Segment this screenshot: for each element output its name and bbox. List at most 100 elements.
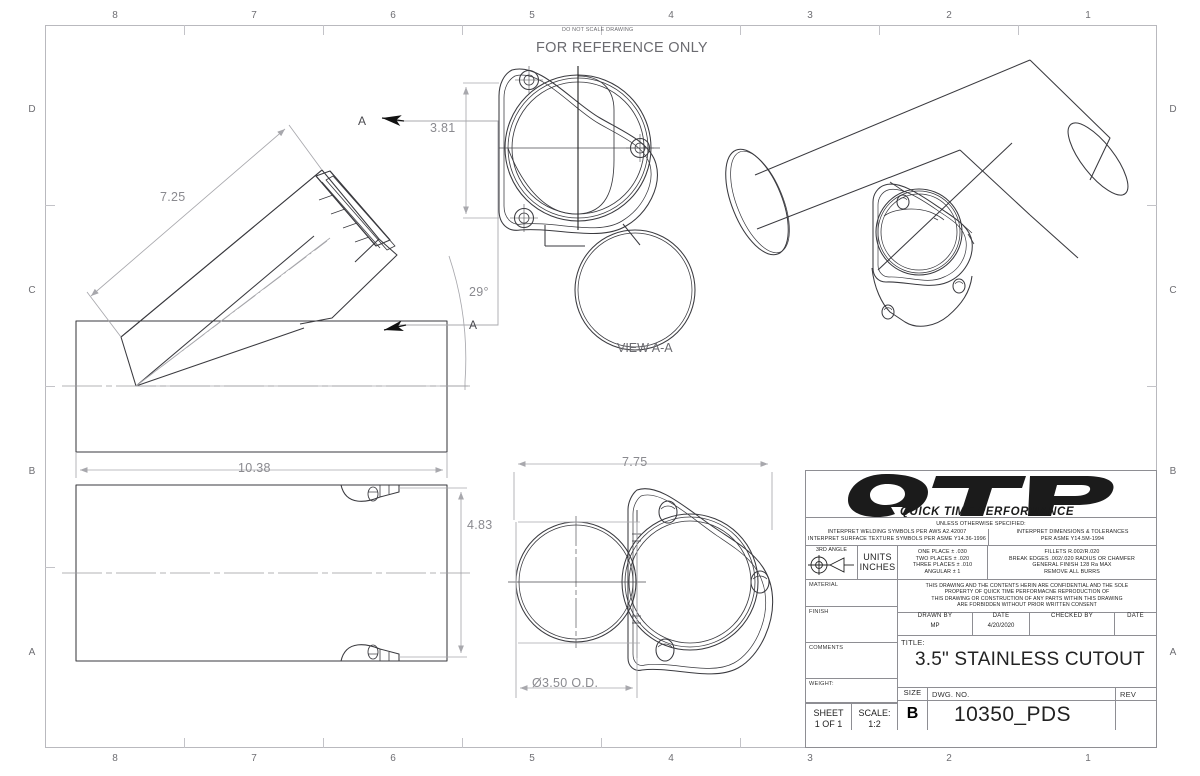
rev-label: REV xyxy=(1120,690,1137,699)
title-label: TITLE: xyxy=(901,638,925,647)
units-value: INCHES xyxy=(859,562,896,572)
zone-tick xyxy=(740,25,741,35)
finish-cell[interactable]: FINISH xyxy=(806,607,898,643)
material-cell[interactable]: MATERIAL xyxy=(806,579,898,607)
zone-label-left-c: C xyxy=(28,285,36,296)
zone-label-bottom-3: 3 xyxy=(807,753,813,764)
finish-value xyxy=(806,615,897,619)
drawn-by-header: DRAWN BY xyxy=(898,612,973,623)
zone-tick xyxy=(1147,386,1157,387)
drawn-date-value: 4/20/2020 xyxy=(987,623,1015,629)
comments-label: COMMENTS xyxy=(809,645,844,651)
tolerance-one-place: ONE PLACE ± .030 xyxy=(918,549,967,555)
scale-cell: SCALE: 1:2 xyxy=(852,703,898,730)
break-edges-note: BREAK EDGES .002/.020 RADIUS OR CHAMFER xyxy=(1009,555,1135,562)
zone-label-right-c: C xyxy=(1169,285,1177,296)
rev-value-cell[interactable] xyxy=(1116,700,1156,730)
zone-tick xyxy=(1018,25,1019,35)
projection-symbol-cell: 3RD ANGLE xyxy=(806,545,858,579)
zone-label-bottom-1: 1 xyxy=(1085,753,1091,764)
title-cell: TITLE: 3.5" STAINLESS CUTOUT xyxy=(898,636,1156,688)
unless-specified-row: UNLESS OTHERWISE SPECIFIED: xyxy=(806,518,1156,529)
drawn-by-value: MP xyxy=(930,623,940,629)
dim-note-2: PER ASME Y14.5M-1994 xyxy=(1040,535,1105,542)
size-label: SIZE xyxy=(903,688,922,697)
zone-label-top-3: 3 xyxy=(807,10,813,21)
confidential-line-1: THIS DRAWING AND THE CONTENTS HERIN ARE … xyxy=(925,583,1129,589)
zone-tick xyxy=(45,386,55,387)
dwg-no-value: 10350_PDS xyxy=(954,703,1071,726)
zone-label-top-2: 2 xyxy=(946,10,952,21)
zone-label-top-7: 7 xyxy=(251,10,257,21)
material-label: MATERIAL xyxy=(809,582,839,588)
dimension-10-38: 10.38 xyxy=(238,461,271,475)
tolerance-angular: ANGULAR ± 1 xyxy=(924,568,961,575)
dimension-7-75: 7.75 xyxy=(622,455,648,469)
comments-value xyxy=(806,651,897,655)
sheet-cell: SHEET 1 OF 1 xyxy=(806,703,852,730)
zone-label-bottom-7: 7 xyxy=(251,753,257,764)
dimension-angle-29: 29° xyxy=(469,285,489,299)
checked-by-label: CHECKED BY xyxy=(1050,613,1093,619)
drawn-by-value-cell[interactable]: MP xyxy=(898,623,973,636)
zone-tick xyxy=(1147,205,1157,206)
size-value-cell: B xyxy=(898,700,928,730)
weld-notes: INTERPRET WELDING SYMBOLS PER AWS A2.420… xyxy=(806,529,988,545)
dimension-diameter-3-50: Ø3.50 O.D. xyxy=(532,676,599,690)
drawn-date-value-cell[interactable]: 4/20/2020 xyxy=(973,623,1030,636)
comments-cell[interactable]: COMMENTS xyxy=(806,643,898,679)
size-value: B xyxy=(906,705,919,722)
zone-tick xyxy=(740,738,741,748)
view-aa-label: VIEW A-A xyxy=(617,341,673,355)
zone-tick xyxy=(45,205,55,206)
dim-note-1: INTERPRET DIMENSIONS & TOLERANCES xyxy=(1016,529,1129,535)
zone-tick xyxy=(323,25,324,35)
weight-label: WEIGHT: xyxy=(809,681,834,687)
scale-label: SCALE: xyxy=(858,708,891,718)
sheet-value: 1 OF 1 xyxy=(814,719,843,729)
zone-tick xyxy=(45,567,55,568)
weight-value xyxy=(806,687,897,690)
checked-by-value-cell[interactable] xyxy=(1030,623,1115,636)
zone-label-bottom-5: 5 xyxy=(529,753,535,764)
dimension-3-81: 3.81 xyxy=(430,121,456,135)
zone-label-right-d: D xyxy=(1169,104,1177,115)
dim-notes-header: INTERPRET DIMENSIONS & TOLERANCES PER AS… xyxy=(988,529,1156,545)
zone-tick xyxy=(184,738,185,748)
zone-label-right-a: A xyxy=(1169,647,1177,658)
unless-specified-text: UNLESS OTHERWISE SPECIFIED: xyxy=(936,521,1026,527)
rev-value xyxy=(1116,701,1156,711)
zone-label-top-6: 6 xyxy=(390,10,396,21)
zone-label-bottom-8: 8 xyxy=(112,753,118,764)
zone-label-top-8: 8 xyxy=(112,10,118,21)
dwg-no-label: DWG. NO. xyxy=(932,690,970,699)
remove-burrs-note: REMOVE ALL BURRS xyxy=(1044,568,1100,575)
finish-label: FINISH xyxy=(809,609,829,615)
reference-only-note: FOR REFERENCE ONLY xyxy=(536,40,708,56)
checked-date-header: DATE xyxy=(1115,612,1156,623)
weld-note-2: INTERPRET SURFACE TEXTURE SYMBOLS PER AS… xyxy=(808,535,986,542)
rev-header: REV xyxy=(1116,688,1156,700)
checked-by-header: CHECKED BY xyxy=(1030,612,1115,623)
drawn-by-label: DRAWN BY xyxy=(917,613,953,619)
units-cell: UNITS INCHES xyxy=(858,545,898,579)
zone-label-bottom-4: 4 xyxy=(668,753,674,764)
general-notes-cell: FILLETS R.002/R.020 BREAK EDGES .002/.02… xyxy=(988,545,1156,579)
dimension-7-25: 7.25 xyxy=(160,190,186,204)
svg-text:QUICK TIME PERFORMANCE: QUICK TIME PERFORMANCE xyxy=(900,506,1074,518)
fillets-note: FILLETS R.002/R.020 xyxy=(1044,549,1100,555)
drawing-title: 3.5" STAINLESS CUTOUT xyxy=(915,649,1145,670)
zone-tick xyxy=(323,738,324,748)
third-angle-projection-icon xyxy=(808,554,854,575)
dwg-no-header: DWG. NO. xyxy=(928,688,1116,700)
dwg-no-value-cell: 10350_PDS xyxy=(928,700,1116,730)
checked-date-value-cell[interactable] xyxy=(1115,623,1156,636)
size-header: SIZE xyxy=(898,688,928,700)
confidential-line-3: THIS DRAWING OR CONSTRUCTION OF ANY PART… xyxy=(931,595,1123,602)
section-arrow-label-bottom: A xyxy=(469,318,478,332)
sheet-label: SHEET xyxy=(813,708,844,718)
dimension-4-83: 4.83 xyxy=(467,518,493,532)
weight-cell[interactable]: WEIGHT: xyxy=(806,679,898,703)
tolerance-three-places: THREE PLACES ± .010 xyxy=(912,562,973,569)
general-finish-note: GENERAL FINISH 128 Ra MAX xyxy=(1032,562,1112,569)
